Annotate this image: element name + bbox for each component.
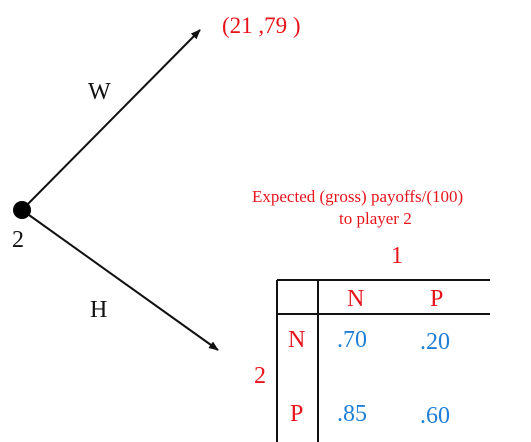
branch-label-w: W [88, 79, 111, 105]
cell-p-p: .60 [420, 403, 450, 429]
branch-w-arrow [21, 29, 201, 211]
decision-node [13, 201, 31, 219]
row-header-n: N [288, 327, 306, 353]
branch-label-h: H [90, 297, 108, 323]
table-caption-line1: Expected (gross) payoffs/(100) [252, 187, 464, 206]
column-header-p: P [430, 286, 444, 312]
payoff-label-w: (21 ,79 ) [222, 13, 301, 38]
row-header-p: P [290, 401, 304, 427]
cell-n-n: .70 [337, 327, 367, 353]
column-header-n: N [347, 286, 365, 312]
branch-h-arrow [21, 209, 219, 351]
column-player-label: 1 [391, 243, 403, 269]
row-player-label: 2 [254, 363, 266, 389]
cell-n-p: .20 [420, 329, 450, 355]
cell-p-n: .85 [337, 401, 367, 427]
table-caption-line2: to player 2 [339, 209, 412, 228]
node-label: 2 [12, 227, 24, 253]
